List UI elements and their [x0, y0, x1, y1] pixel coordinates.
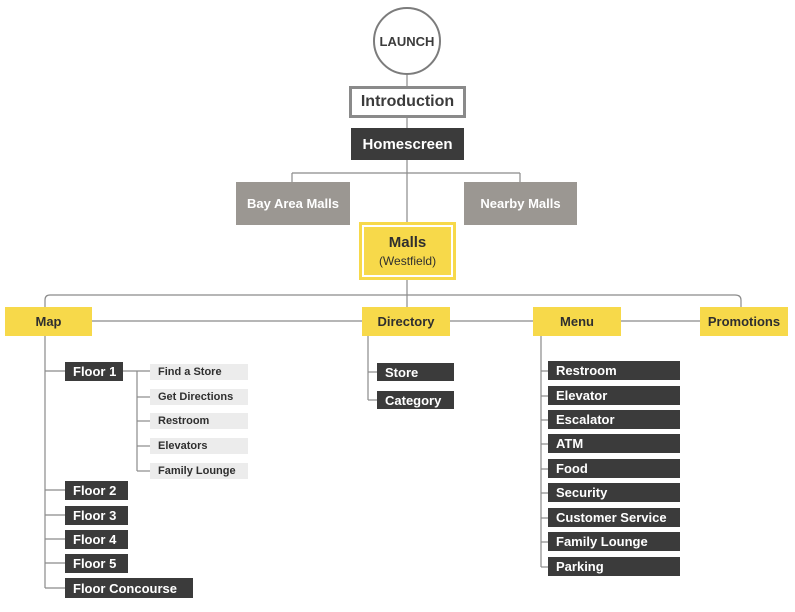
malls-subtitle: (Westfield) [378, 254, 437, 268]
menu-item: Restroom [548, 361, 680, 380]
floor1-item: Get Directions [150, 389, 248, 405]
launch-node: LAUNCH [373, 7, 441, 75]
floor1-item: Restroom [150, 413, 248, 429]
menu-item: Elevator [548, 386, 680, 405]
menu-item: Customer Service [548, 508, 680, 527]
directory-item: Category [377, 391, 454, 409]
menu-item: Family Lounge [548, 532, 680, 551]
malls-title: Malls [388, 234, 427, 251]
floor1-item: Find a Store [150, 364, 248, 380]
floor-node: Floor 2 [65, 481, 128, 500]
map-node: Map [5, 307, 92, 336]
menu-item: Escalator [548, 410, 680, 429]
introduction-node: Introduction [349, 86, 466, 118]
menu-item: Security [548, 483, 680, 502]
floor-node: Floor Concourse [65, 578, 193, 598]
promotions-node: Promotions [700, 307, 788, 336]
homescreen-node: Homescreen [351, 128, 464, 160]
menu-item: Food [548, 459, 680, 478]
directory-item: Store [377, 363, 454, 381]
menu-item: ATM [548, 434, 680, 453]
floor-node: Floor 3 [65, 506, 128, 525]
directory-node: Directory [362, 307, 450, 336]
bay-area-malls-node: Bay Area Malls [236, 182, 350, 225]
menu-item: Parking [548, 557, 680, 576]
floor1-item: Elevators [150, 438, 248, 454]
nearby-malls-node: Nearby Malls [464, 182, 577, 225]
floor-node: Floor 5 [65, 554, 128, 573]
floor-node: Floor 4 [65, 530, 128, 549]
menu-node: Menu [533, 307, 621, 336]
malls-node: Malls (Westfield) [364, 227, 451, 275]
floor1-item: Family Lounge [150, 463, 248, 479]
floor-node: Floor 1 [65, 362, 123, 381]
